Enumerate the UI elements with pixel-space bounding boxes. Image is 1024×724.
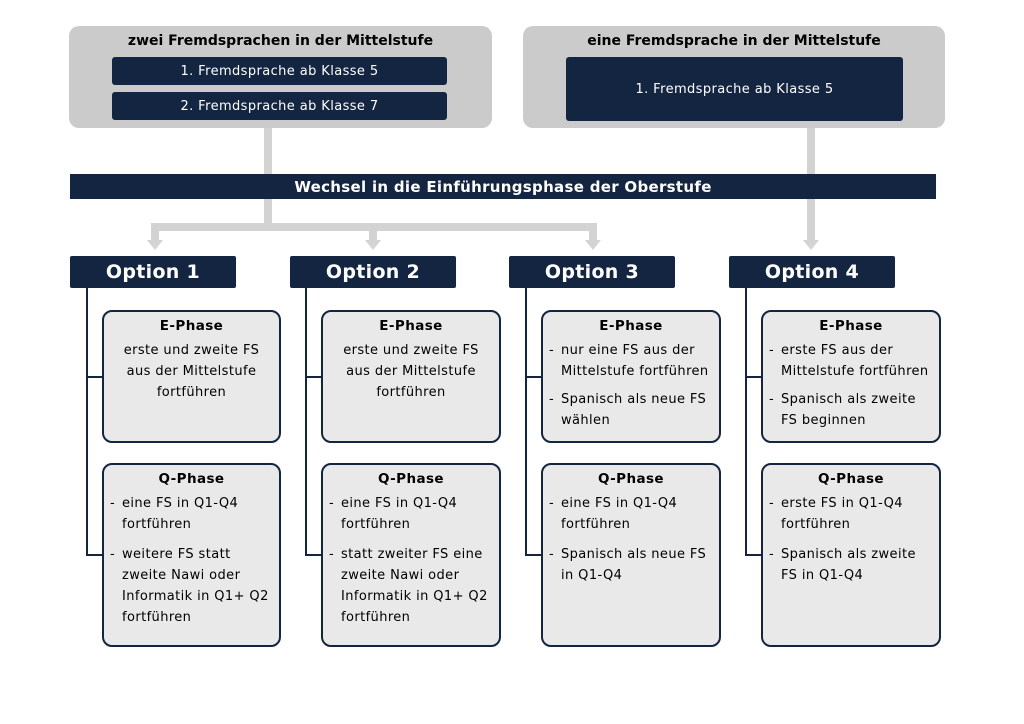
bullet-dash: - bbox=[329, 547, 335, 562]
option-2-e-phase: E-Phase erste und zweite FS aus der Mitt… bbox=[321, 310, 501, 443]
connector-option1-stem bbox=[151, 229, 159, 241]
e-phase-bullet: - nur eine FS aus der Mittelstufe fortfü… bbox=[549, 340, 715, 382]
option-3-branch-q bbox=[525, 554, 543, 556]
first-language-box-single: 1. Fremdsprache ab Klasse 5 bbox=[566, 57, 903, 121]
arrow-option4 bbox=[803, 240, 819, 250]
q-phase-title: Q-Phase bbox=[158, 471, 225, 487]
option-3-header: Option 3 bbox=[509, 256, 675, 288]
option-4-branch-q bbox=[745, 554, 763, 556]
e-phase-text: erste und zweite FS aus der Mittelstufe … bbox=[123, 343, 260, 400]
option-3-branch-e bbox=[525, 376, 543, 378]
bullet-dash: - bbox=[110, 547, 116, 562]
bullet-dash: - bbox=[769, 496, 775, 511]
connector-left-down bbox=[264, 199, 272, 225]
e-phase-title: E-Phase bbox=[819, 318, 883, 334]
connector-right-top bbox=[807, 128, 815, 174]
second-language-box: 2. Fremdsprache ab Klasse 7 bbox=[112, 92, 447, 120]
first-language-box: 1. Fremdsprache ab Klasse 5 bbox=[112, 57, 447, 85]
e-phase-title: E-Phase bbox=[379, 318, 443, 334]
bullet-dash: - bbox=[549, 392, 555, 407]
bullet-dash: - bbox=[769, 343, 775, 358]
arrow-option3 bbox=[585, 240, 601, 250]
q-phase-bullet: - eine FS in Q1-Q4 fortführen bbox=[549, 493, 715, 535]
e-phase-bullet: - Spanisch als neue FS wählen bbox=[549, 389, 715, 431]
bullet-text: Spanisch als neue FS in Q1-Q4 bbox=[561, 547, 707, 583]
bullet-dash: - bbox=[769, 392, 775, 407]
bullet-text: eine FS in Q1-Q4 fortführen bbox=[341, 496, 458, 532]
bullet-text: Spanisch als neue FS wählen bbox=[561, 392, 707, 428]
option-4-tree-line bbox=[745, 288, 747, 556]
e-phase-bullet: - erste FS aus der Mittelstufe fortführe… bbox=[769, 340, 935, 382]
bullet-text: weitere FS statt zweite Nawi oder Inform… bbox=[122, 547, 269, 625]
option-4-branch-e bbox=[745, 376, 763, 378]
connector-option2-stem bbox=[369, 229, 377, 241]
option-2-tree-line bbox=[305, 288, 307, 556]
option-1-branch-q bbox=[86, 554, 104, 556]
transition-banner: Wechsel in die Einführungsphase der Ober… bbox=[70, 174, 936, 199]
q-phase-title: Q-Phase bbox=[598, 471, 664, 487]
connector-branch bbox=[151, 223, 597, 231]
q-phase-title: Q-Phase bbox=[818, 471, 884, 487]
option-4-e-phase: E-Phase - erste FS aus der Mittelstufe f… bbox=[761, 310, 941, 443]
panel-one-language: eine Fremdsprache in der Mittelstufe 1. … bbox=[523, 26, 945, 128]
bullet-dash: - bbox=[110, 496, 116, 511]
q-phase-bullet: - Spanisch als neue FS in Q1-Q4 bbox=[549, 544, 715, 586]
q-phase-bullet: - weitere FS statt zweite Nawi oder Info… bbox=[110, 544, 275, 628]
e-phase-bullet: - Spanisch als zweite FS beginnen bbox=[769, 389, 935, 431]
option-1-tree-line bbox=[86, 288, 88, 556]
bullet-text: Spanisch als zweite FS in Q1-Q4 bbox=[781, 547, 916, 583]
option-1-branch-e bbox=[86, 376, 104, 378]
option-1-q-phase: Q-Phase - eine FS in Q1-Q4 fortführen - … bbox=[102, 463, 281, 647]
connector-left-top bbox=[264, 128, 272, 174]
bullet-text: statt zweiter FS eine zweite Nawi oder I… bbox=[341, 547, 488, 625]
bullet-text: erste FS in Q1-Q4 fortführen bbox=[781, 496, 903, 532]
option-3-e-phase: E-Phase - nur eine FS aus der Mittelstuf… bbox=[541, 310, 721, 443]
option-2-branch-q bbox=[305, 554, 323, 556]
bullet-dash: - bbox=[549, 496, 555, 511]
bullet-dash: - bbox=[549, 547, 555, 562]
bullet-dash: - bbox=[329, 496, 335, 511]
bullet-text: eine FS in Q1-Q4 fortführen bbox=[122, 496, 239, 532]
e-phase-title: E-Phase bbox=[159, 318, 224, 334]
connector-option3-stem bbox=[589, 229, 597, 241]
arrow-option2 bbox=[365, 240, 381, 250]
option-3-q-phase: Q-Phase - eine FS in Q1-Q4 fortführen - … bbox=[541, 463, 721, 647]
panel-two-languages: zwei Fremdsprachen in der Mittelstufe 1.… bbox=[69, 26, 492, 128]
q-phase-bullet: - eine FS in Q1-Q4 fortführen bbox=[110, 493, 275, 535]
option-4-q-phase: Q-Phase - erste FS in Q1-Q4 fortführen -… bbox=[761, 463, 941, 647]
q-phase-bullet: - eine FS in Q1-Q4 fortführen bbox=[329, 493, 495, 535]
bullet-dash: - bbox=[769, 547, 775, 562]
connector-right-down bbox=[807, 199, 815, 241]
bullet-dash: - bbox=[549, 343, 555, 358]
option-2-q-phase: Q-Phase - eine FS in Q1-Q4 fortführen - … bbox=[321, 463, 501, 647]
bullet-text: erste FS aus der Mittelstufe fortführen bbox=[781, 343, 929, 379]
bullet-text: eine FS in Q1-Q4 fortführen bbox=[561, 496, 678, 532]
bullet-text: nur eine FS aus der Mittelstufe fortführ… bbox=[561, 343, 709, 379]
option-2-header: Option 2 bbox=[290, 256, 456, 288]
option-1-e-phase: E-Phase erste und zweite FS aus der Mitt… bbox=[102, 310, 281, 443]
option-4-header: Option 4 bbox=[729, 256, 895, 288]
bullet-text: Spanisch als zweite FS beginnen bbox=[781, 392, 916, 428]
option-1-header: Option 1 bbox=[70, 256, 236, 288]
q-phase-bullet: - erste FS in Q1-Q4 fortführen bbox=[769, 493, 935, 535]
q-phase-title: Q-Phase bbox=[378, 471, 444, 487]
q-phase-bullet: - statt zweiter FS eine zweite Nawi oder… bbox=[329, 544, 495, 628]
panel-two-languages-title: zwei Fremdsprachen in der Mittelstufe bbox=[127, 33, 434, 49]
option-3-tree-line bbox=[525, 288, 527, 556]
q-phase-bullet: - Spanisch als zweite FS in Q1-Q4 bbox=[769, 544, 935, 586]
option-2-branch-e bbox=[305, 376, 323, 378]
e-phase-text: erste und zweite FS aus der Mittelstufe … bbox=[343, 343, 479, 400]
panel-one-language-title: eine Fremdsprache in der Mittelstufe bbox=[587, 33, 881, 49]
arrow-option1 bbox=[147, 240, 163, 250]
e-phase-title: E-Phase bbox=[599, 318, 663, 334]
